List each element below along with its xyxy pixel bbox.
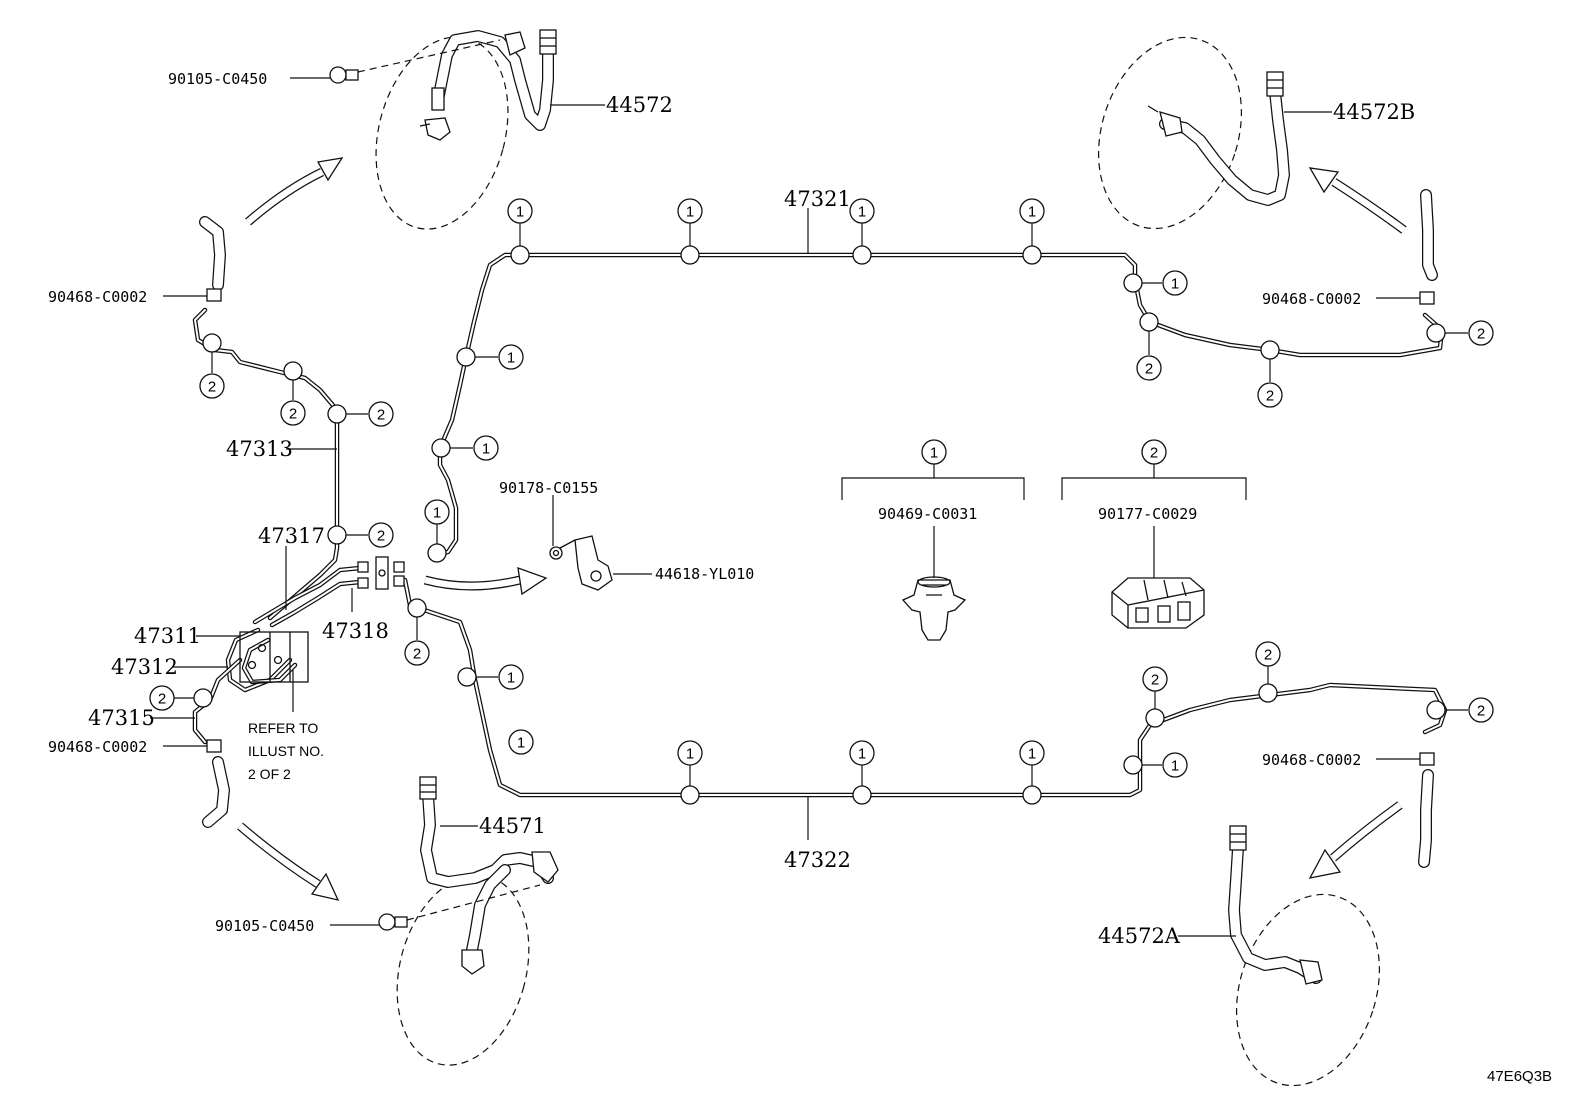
illustration-code: 47E6Q3B: [1487, 1068, 1552, 1085]
sensor-44618[interactable]: [559, 535, 613, 591]
hose-44572B[interactable]: [1075, 19, 1290, 247]
junction-connector: [357, 556, 405, 590]
legend-2-part: 90177-C0029: [1098, 505, 1197, 523]
hose-right-bottom: [1418, 752, 1435, 868]
pipe-47318[interactable]: [269, 579, 363, 628]
legend-1-part: 90469-C0031: [878, 505, 977, 523]
hose-44571[interactable]: [377, 776, 559, 1080]
legend-clamp-2: 90177-C0029: [1061, 439, 1247, 629]
label-47318: 47318: [322, 619, 389, 643]
callouts: [149, 198, 1494, 786]
refer-note-line1: REFER TO: [248, 720, 318, 736]
label-47317: 47317: [258, 524, 325, 548]
label-90178: 90178-C0155: [499, 479, 598, 497]
label-44572: 44572: [606, 93, 673, 117]
label-47311: 47311: [134, 624, 201, 648]
hose-44572A[interactable]: [1213, 825, 1403, 1099]
hose-left-bottom: [202, 739, 230, 828]
label-90105-top: 90105-C0450: [168, 70, 267, 88]
label-47315: 47315: [88, 706, 155, 730]
refer-note-line2: ILLUST NO.: [248, 743, 324, 759]
pipe-47317[interactable]: [252, 565, 363, 625]
hose-right-top: [1419, 189, 1438, 305]
pipe-47312[interactable]: [241, 637, 298, 685]
hose-44572[interactable]: [356, 22, 557, 244]
bolt-90178[interactable]: [549, 546, 563, 560]
label-47313: 47313: [226, 437, 293, 461]
bolt-90105-bottom[interactable]: [378, 884, 541, 931]
pipe-47313[interactable]: [192, 307, 340, 621]
arrow-bottom-left: [237, 822, 340, 901]
arrow-to-sensor: [423, 567, 548, 596]
label-47321: 47321: [784, 187, 851, 211]
label-44572A: 44572A: [1098, 924, 1181, 948]
legend-clamp-1: 90469-C0031: [841, 439, 1025, 641]
label-90105-bottom: 90105-C0450: [215, 917, 314, 935]
label-90468-right-top: 90468-C0002: [1262, 290, 1361, 308]
hose-left-top: [199, 216, 226, 302]
arrow-top-left: [245, 157, 344, 226]
arrow-top-right: [1308, 167, 1407, 234]
label-90468-left-top: 90468-C0002: [48, 288, 147, 306]
arrow-bottom-right: [1308, 801, 1403, 879]
bolt-90105-top[interactable]: [329, 39, 501, 84]
label-47312: 47312: [111, 655, 178, 679]
label-44571: 44571: [479, 814, 546, 838]
refer-note-line3: 2 OF 2: [248, 766, 291, 782]
brake-actuator: [239, 631, 309, 683]
label-47322: 47322: [784, 848, 851, 872]
label-44572B: 44572B: [1333, 100, 1415, 124]
label-90468-left-bot: 90468-C0002: [48, 738, 147, 756]
label-44618: 44618-YL010: [655, 565, 754, 583]
label-90468-right-bot: 90468-C0002: [1262, 751, 1361, 769]
